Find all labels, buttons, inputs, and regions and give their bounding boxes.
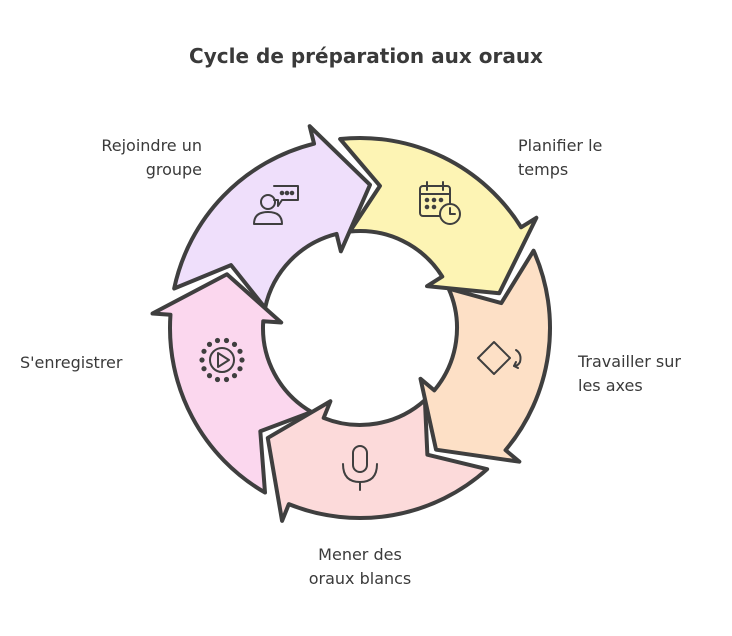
label-line: temps	[518, 160, 569, 179]
calendar-clock-icon	[419, 181, 461, 225]
label-groupe: Rejoindre un groupe	[101, 134, 202, 182]
label-line: S'enregistrer	[20, 353, 123, 372]
label-line: oraux blancs	[308, 569, 412, 588]
diamond-rotate-icon	[477, 341, 522, 375]
cycle-arrow-2	[418, 248, 552, 464]
label-line: Travailler sur	[578, 352, 681, 371]
label-oraux-blancs: Mener des oraux blancs	[260, 543, 460, 591]
play-circle-icon	[199, 337, 245, 383]
microphone-icon	[342, 445, 378, 491]
label-line: groupe	[145, 160, 202, 179]
label-line: Mener des	[318, 545, 402, 564]
user-chat-icon	[253, 185, 299, 225]
label-enregistrer: S'enregistrer	[20, 351, 122, 375]
label-line: Rejoindre un	[101, 136, 202, 155]
cycle-arrow-4	[150, 272, 314, 495]
cycle-arrow-3	[265, 398, 490, 523]
label-line: les axes	[578, 376, 643, 395]
label-line: Planifier le	[518, 136, 603, 155]
cycle-arrow-5	[172, 124, 373, 310]
label-travailler: Travailler sur les axes	[578, 350, 681, 398]
diagram-title: Cycle de préparation aux oraux	[189, 44, 543, 68]
label-planifier: Planifier le temps	[518, 134, 602, 182]
